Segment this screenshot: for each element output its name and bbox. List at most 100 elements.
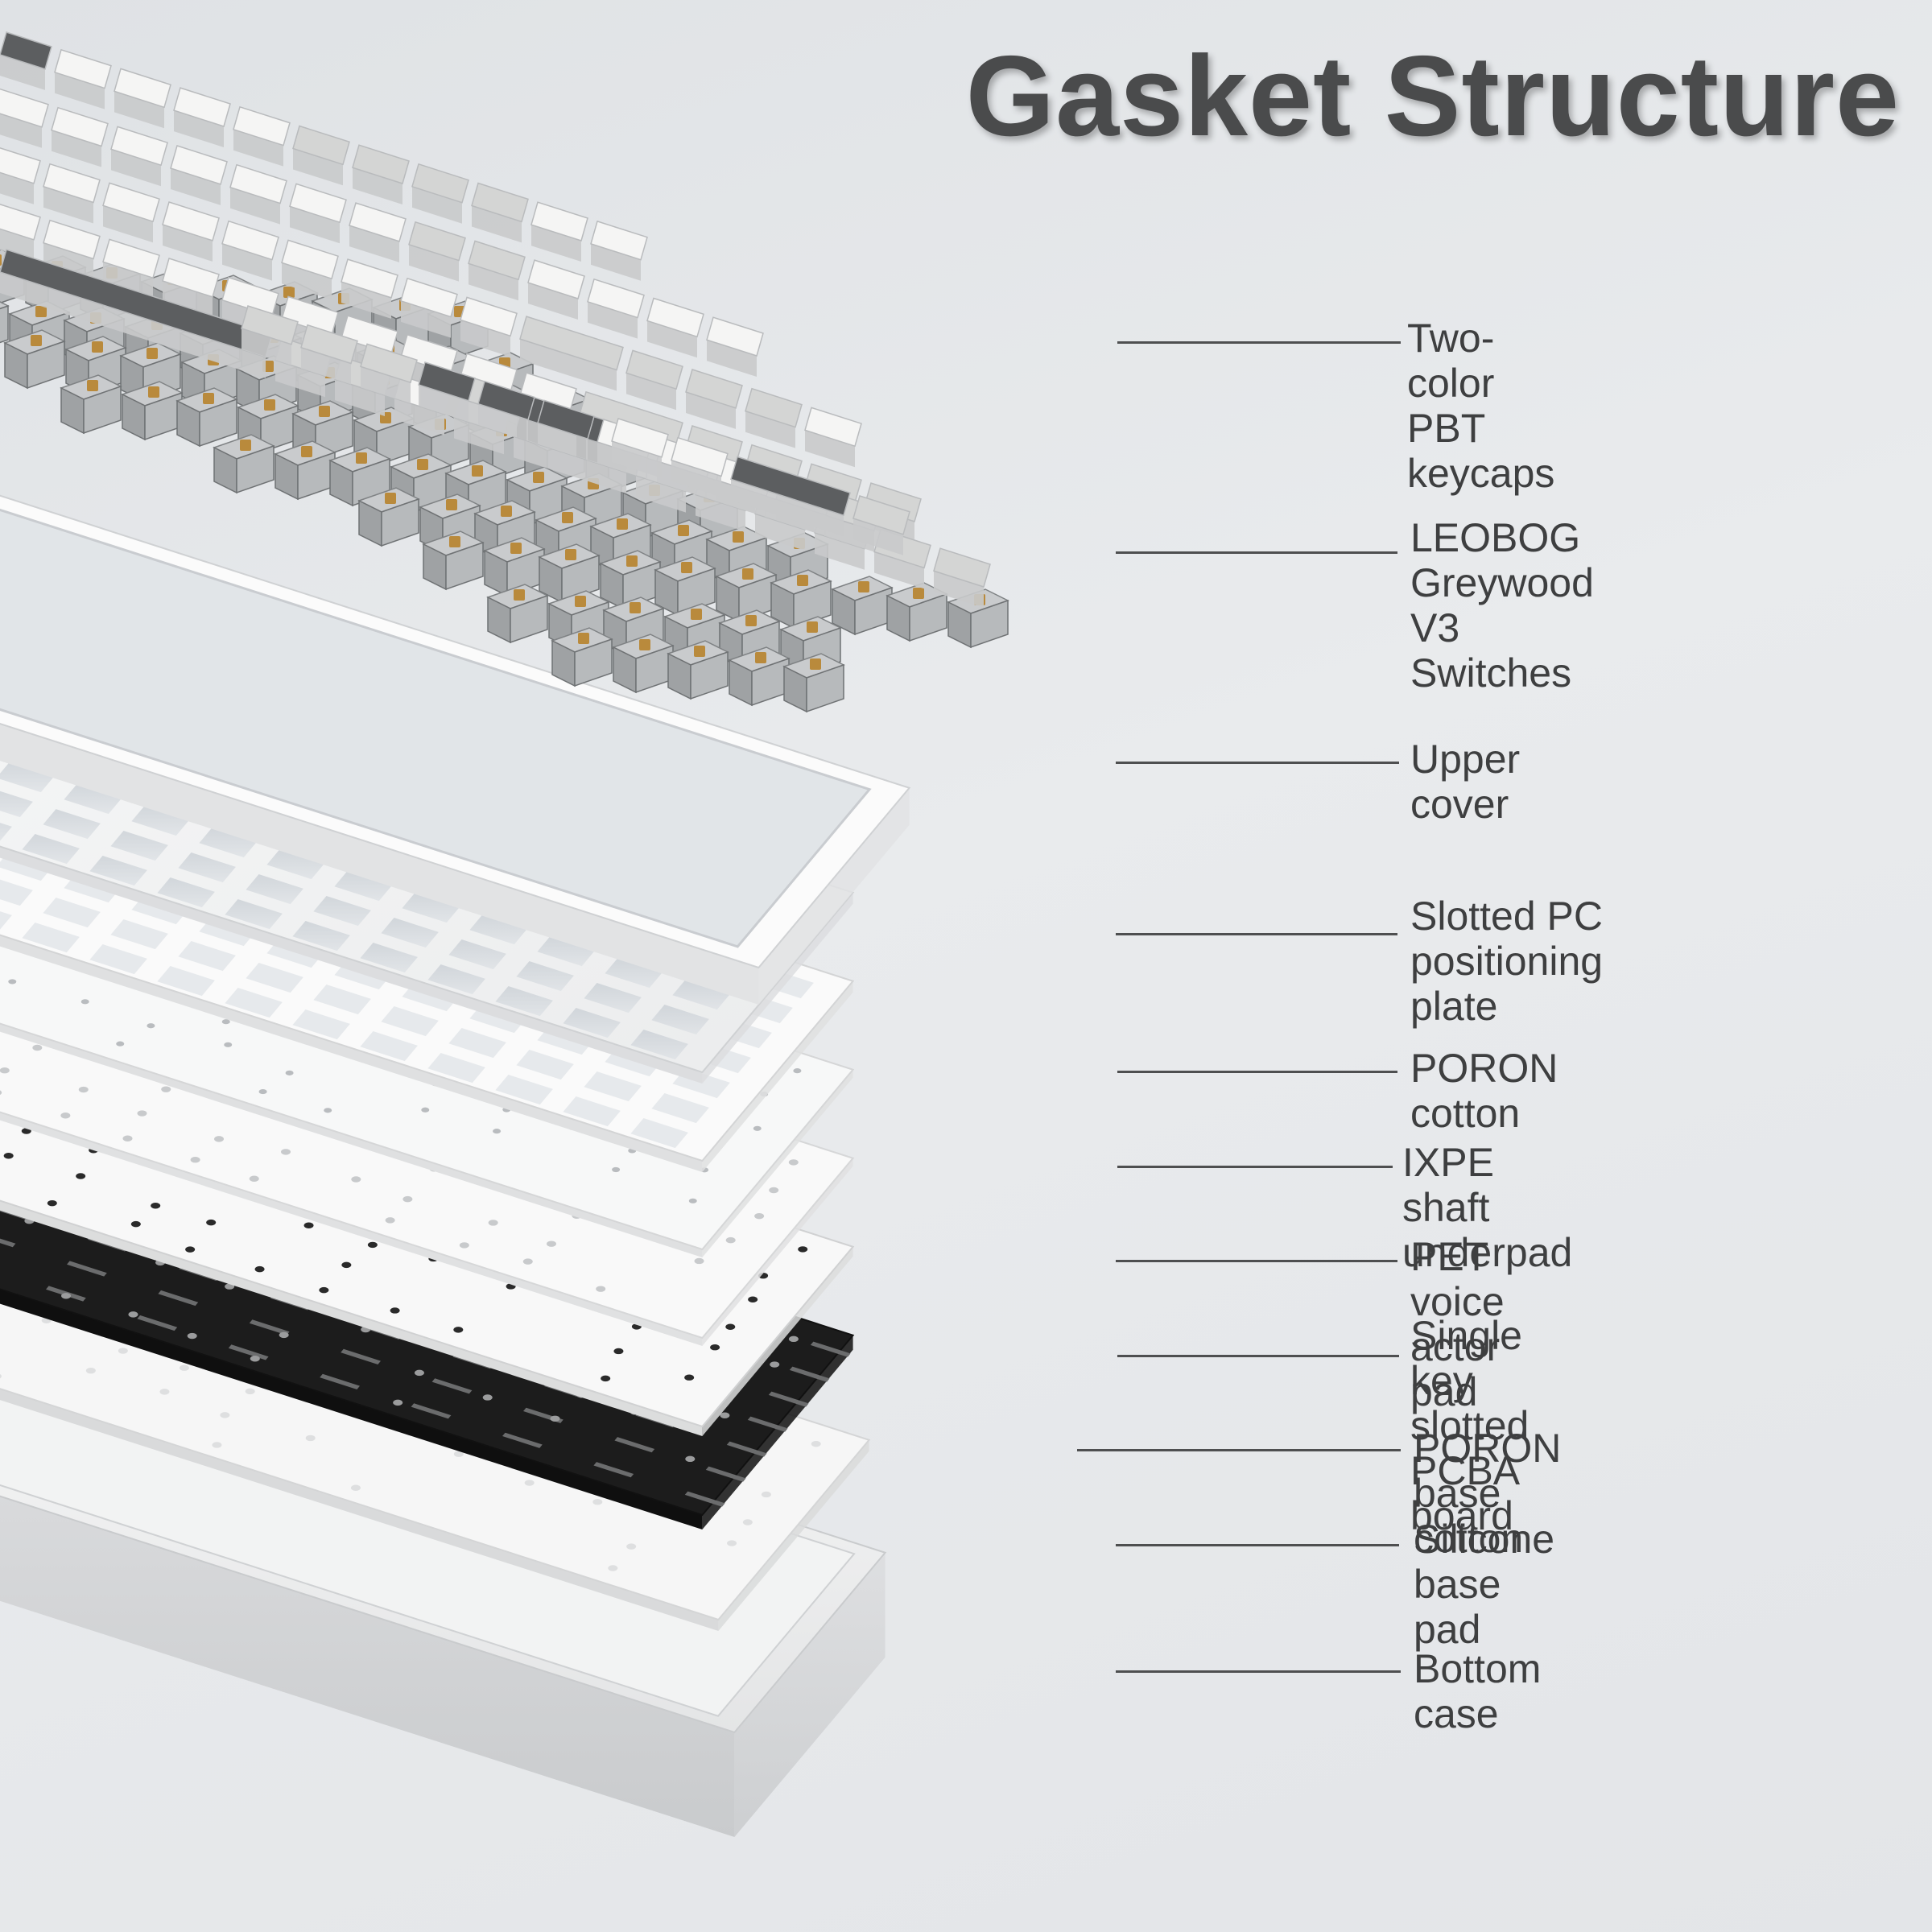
switch-stem (240, 440, 251, 451)
keycap-front-face (353, 167, 402, 204)
switch-stem (617, 518, 628, 530)
keycap (102, 182, 160, 243)
pet-pad-hole (522, 1258, 533, 1265)
switch-stem (301, 446, 312, 457)
keycap-front-face (626, 373, 676, 411)
pet-pad-hole (754, 1212, 765, 1220)
poron-base-hole (788, 1335, 799, 1343)
positioning-plate-cutout (584, 983, 642, 1013)
pcba-hole (3, 1153, 14, 1159)
pcba-hole (601, 1375, 611, 1382)
positioning-plate-cutout (537, 936, 595, 967)
positioning-plate-cutout (0, 762, 54, 793)
silicone-pad-side-edge (718, 1439, 869, 1631)
keycap-top (114, 68, 171, 109)
silicone-pad-hole (220, 1412, 230, 1418)
silicone-pad-hole (453, 1451, 464, 1457)
pet-pad-hole (769, 1187, 779, 1194)
keycap (241, 305, 299, 365)
poron-base-slot (614, 1437, 655, 1453)
keycap-top (530, 201, 588, 242)
keycap-front-face (520, 339, 617, 391)
keycap (352, 144, 410, 204)
positioning-plate-side-edge (702, 892, 853, 1084)
keycap-top (173, 87, 231, 127)
poron-base-slot (320, 1373, 360, 1389)
keycap-front-face (454, 417, 504, 455)
keycap (173, 87, 231, 147)
poron-base-hole (393, 1399, 403, 1406)
pcba-hole (453, 1327, 464, 1333)
keycap-front-face (874, 551, 924, 589)
poron-base-slot (0, 1238, 16, 1248)
switch-stem (742, 568, 753, 580)
pet-pad-hole (459, 1242, 469, 1249)
pcba-hole (76, 1173, 86, 1179)
pcba-hole (254, 1265, 265, 1273)
positioning-plate-cutout (199, 828, 257, 858)
keycap-front-face (282, 262, 332, 300)
keycap-top (51, 106, 109, 147)
callout-label: IXPE shaft underpad (1402, 1140, 1573, 1275)
switch (667, 640, 729, 700)
keycap-front-face (401, 300, 451, 338)
positioning-plate-cutout (651, 1005, 709, 1035)
keycap (341, 258, 398, 319)
poron-base-slot (747, 1416, 788, 1432)
switch (770, 569, 832, 630)
switch-stem (446, 499, 457, 510)
poron-base-slot (810, 1341, 851, 1357)
poron-foam-window (516, 1050, 574, 1080)
keycap (804, 407, 862, 468)
keycap (360, 343, 418, 404)
keycap (537, 399, 595, 460)
silicone-pad-hole (212, 1442, 222, 1448)
poron-foam-window (0, 911, 12, 930)
ixpe-pad-hole (493, 1129, 502, 1134)
leader-line (1117, 1355, 1399, 1357)
switch (612, 634, 675, 694)
keycap-top (852, 495, 910, 535)
keycap-front-face (0, 272, 266, 378)
poron-base-slot (341, 1348, 381, 1364)
keycap (400, 277, 458, 338)
poron-foam-side-edge (702, 980, 853, 1172)
leader-line (1116, 1544, 1399, 1546)
keycap-top (625, 349, 683, 390)
keycap-front-face (394, 398, 444, 436)
keycap-top (102, 238, 160, 279)
keycap-top (170, 145, 228, 185)
keycap (530, 201, 588, 262)
poron-base-slot (705, 1466, 746, 1482)
leader-line (1117, 341, 1401, 344)
pet-pad-hole (60, 1113, 71, 1119)
keycap-front-face (163, 281, 213, 318)
keycap (0, 88, 49, 148)
keycap-top (745, 387, 803, 428)
keycap-front-face (349, 225, 399, 262)
positioning-plate-cutout (672, 980, 730, 1010)
keycap-top (804, 407, 862, 448)
pcba-hole (303, 1222, 314, 1228)
switch (121, 381, 184, 441)
callout-label: Upper cover (1410, 737, 1521, 827)
keycap-front-face (686, 392, 736, 429)
keycap (221, 220, 279, 281)
keycap (646, 297, 704, 358)
switch (599, 550, 662, 610)
poron-foam-window (89, 944, 147, 975)
silicone-pad-hole (626, 1543, 637, 1550)
switch-stem (630, 602, 641, 613)
keycap-front-face (230, 187, 280, 225)
positioning-plate-cutout (22, 834, 80, 865)
switch-right-face (561, 554, 600, 604)
silicone-pad-hole (118, 1348, 128, 1354)
keycap-top (0, 204, 41, 241)
pcba-hole (390, 1307, 400, 1314)
positioning-plate-cutout (292, 921, 350, 952)
keycap (852, 495, 910, 555)
leader-line (1116, 551, 1397, 554)
switch-stem (501, 506, 512, 517)
keycap (110, 126, 168, 187)
